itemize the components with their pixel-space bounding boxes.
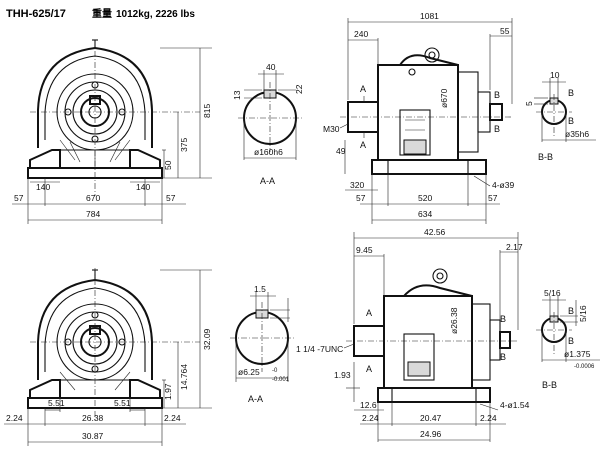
weight-value: 1012kg, 2226 lbs [116, 9, 195, 20]
bb-mark-top-imperial: B [568, 306, 574, 316]
shaft-section-bb-metric: 10 5 ø35h6 B-B B B [524, 70, 596, 162]
dim-dia-35: ø35h6 [565, 129, 589, 139]
section-a-top: A [360, 84, 366, 94]
dim-5-51-left: 5.51 [48, 398, 65, 408]
section-bb-label: B-B [538, 152, 553, 162]
bb-mark-top: B [568, 88, 574, 98]
hole-note-4-dia39: 4-ø39 [492, 180, 514, 190]
dim-375: 375 [179, 138, 189, 152]
dim-5: 5 [524, 101, 534, 106]
dim-dia-6-25: ø6.25 [238, 367, 260, 377]
section-b-top-imperial: B [500, 314, 506, 324]
dim-634: 634 [418, 209, 432, 219]
dim-40: 40 [266, 62, 276, 72]
dim-320: 320 [350, 180, 364, 190]
dim-42-56: 42.56 [424, 227, 446, 237]
section-b-bottom-imperial: B [500, 352, 506, 362]
hole-note-4-dia1-54: 4-ø1.54 [500, 400, 530, 410]
dim-5-16-depth: 5/16 [578, 305, 588, 322]
section-a-top-imperial: A [366, 308, 372, 318]
dim-57-side-left: 57 [356, 193, 366, 203]
front-view-metric: 815 375 50 140 140 57 670 57 784 [12, 39, 212, 224]
dim-2-24-left: 2.24 [6, 413, 23, 423]
dim-dia-670: ø670 [439, 88, 449, 108]
dim-22: 22 [294, 84, 304, 94]
dim-1-93: 1.93 [334, 370, 351, 380]
dim-13: 13 [232, 90, 242, 100]
thread-m30: M30 [323, 124, 340, 134]
dim-2-17: 2.17 [506, 242, 523, 252]
dim-49: 49 [336, 146, 346, 156]
dim-57-left: 57 [14, 193, 24, 203]
dim-140-right: 140 [136, 182, 150, 192]
dim-5-16-width: 5/16 [544, 288, 561, 298]
dim-670: 670 [86, 193, 100, 203]
dim-57-right: 57 [166, 193, 176, 203]
dim-14-764: 14.764 [179, 364, 189, 390]
dim-55: 55 [500, 26, 510, 36]
dim-20-47: 20.47 [420, 413, 442, 423]
side-view-metric: A A B B 1081 240 55 ø670 M30 49 320 57 5… [323, 11, 514, 224]
dim-815: 815 [202, 104, 212, 118]
dim-240: 240 [354, 29, 368, 39]
dim-1-5: 1.5 [254, 284, 266, 294]
section-bb-label-imperial: B-B [542, 380, 557, 390]
section-aa-label: A-A [260, 176, 275, 186]
section-b-bottom: B [494, 124, 500, 134]
dim-5-51-right: 5.51 [114, 398, 131, 408]
front-view-imperial: 32.09 14.764 1.97 5.51 5.51 2.24 26.38 2… [4, 268, 212, 446]
dim-784: 784 [86, 209, 100, 219]
dim-520: 520 [418, 193, 432, 203]
dim-dia-1-375: ø1.375 [564, 349, 591, 359]
section-a-bottom-imperial: A [366, 364, 372, 374]
dim-9-45: 9.45 [356, 245, 373, 255]
dim-dia-160: ø160h6 [254, 147, 283, 157]
dim-26-38: 26.38 [82, 413, 104, 423]
bb-mark-bottom-imperial: B [568, 336, 574, 346]
section-aa-label-imperial: A-A [248, 394, 263, 404]
dim-50: 50 [163, 160, 173, 170]
dim-24-96: 24.96 [420, 429, 442, 439]
dim-12-6: 12.6 [360, 400, 377, 410]
dia-tolerance-upper: -0 [272, 368, 278, 374]
dim-1-97: 1.97 [163, 383, 173, 400]
dim-140-left: 140 [36, 182, 50, 192]
dim-dia-26-38: ø26.38 [449, 307, 459, 334]
dim-30-87: 30.87 [82, 431, 104, 441]
model-title: THH-625/17 [6, 8, 66, 20]
dim-2-24-side-left: 2.24 [362, 413, 379, 423]
weight-label: 重量 [92, 7, 112, 20]
dim-1081: 1081 [420, 11, 439, 21]
section-b-top: B [494, 90, 500, 100]
shaft-section-aa-metric: 40 13 22 ø160h6 A-A [232, 62, 304, 186]
dim-32-09: 32.09 [202, 328, 212, 350]
side-view-imperial: A A B B ø26.38 42.56 9.45 2.17 1 1/4 -7U… [296, 227, 530, 442]
shaft-section-bb-imperial: 5/16 5/16 ø1.375 -0.0006 B-B B B [536, 288, 600, 390]
dia-tolerance-lower: -0.001 [272, 377, 290, 383]
bb-mark-bottom: B [568, 116, 574, 126]
dim-2-24-right: 2.24 [164, 413, 181, 423]
dim-10: 10 [550, 70, 560, 80]
section-a-bottom: A [360, 140, 366, 150]
thread-1-1-4-7unc: 1 1/4 -7UNC [296, 344, 343, 354]
dim-2-24-side-right: 2.24 [480, 413, 497, 423]
shaft-section-aa-imperial: 1.5 ø6.25 -0 -0.001 A-A [230, 284, 294, 404]
dia-tolerance-bb: -0.0006 [574, 364, 595, 370]
dim-57-side-right: 57 [488, 193, 498, 203]
